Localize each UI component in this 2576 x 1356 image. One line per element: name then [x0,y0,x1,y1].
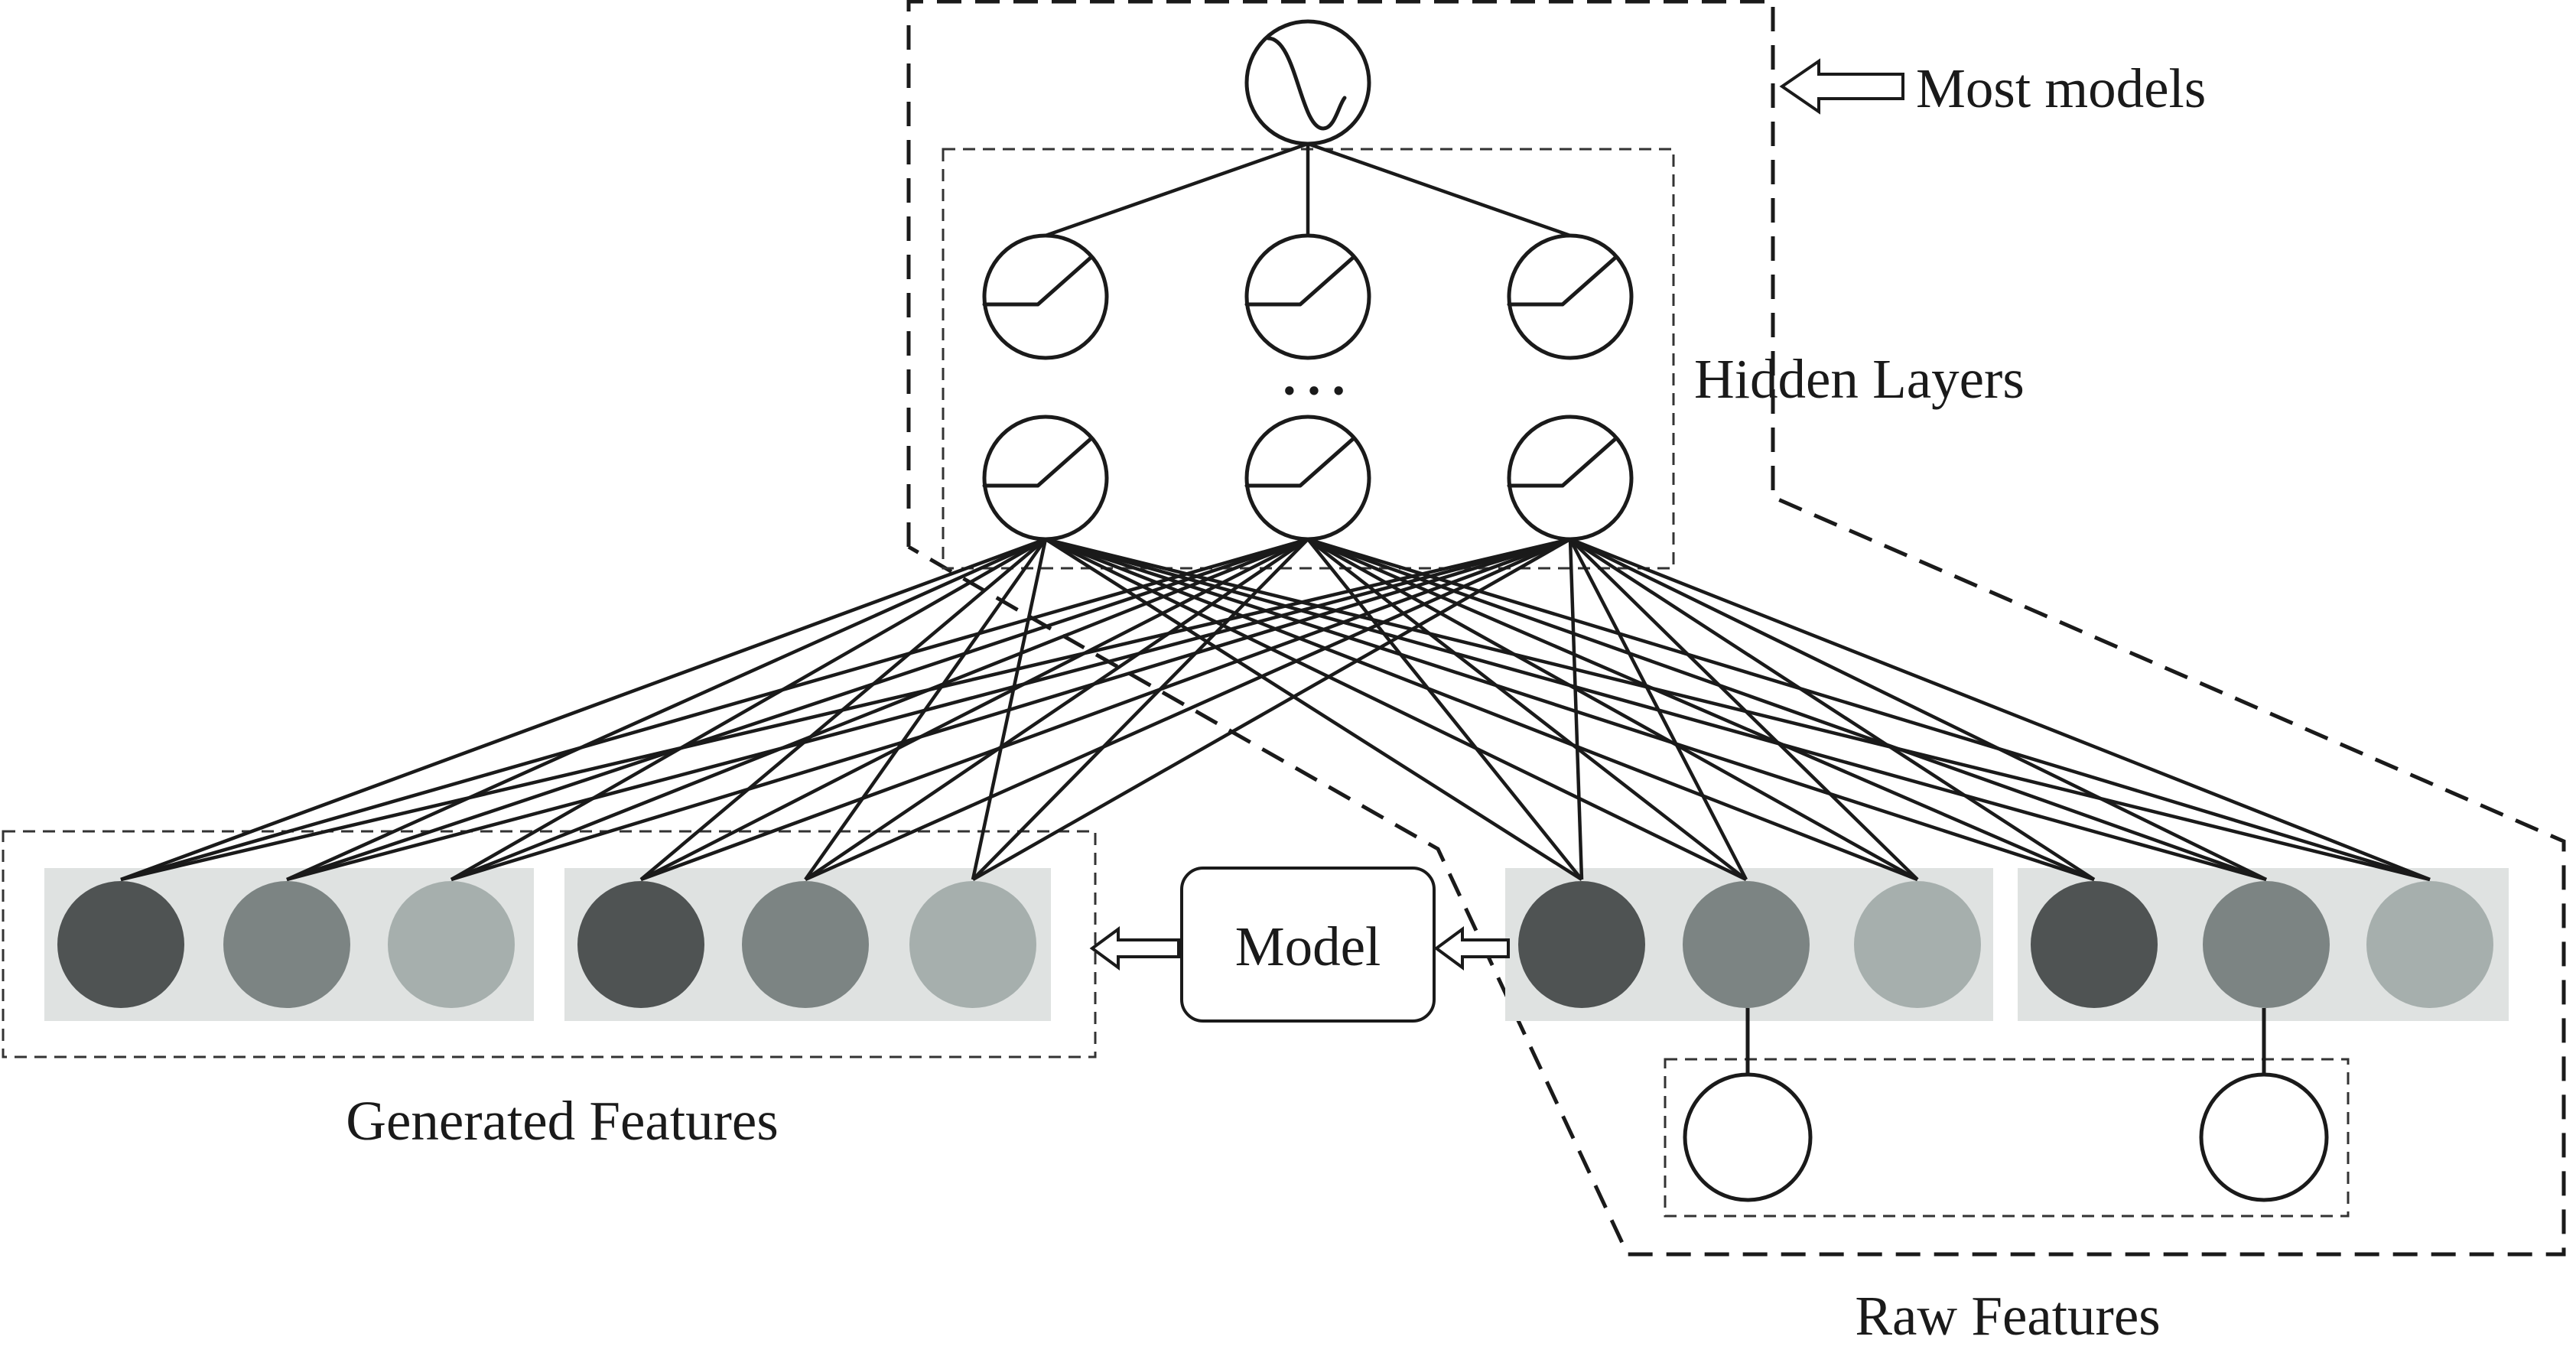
raw-feature-dark [2031,881,2158,1008]
edge-hidden-feature [120,537,1309,882]
edge-hidden-feature [805,537,1571,882]
edge-hidden-feature [1569,538,1748,881]
model-box [1180,867,1436,1023]
edge-hidden-feature [1045,537,1918,882]
edge-hidden-feature [1569,538,1919,881]
raw-input-node [2199,1072,2329,1202]
edge-hidden-feature [286,537,1571,882]
relu-icon [1244,436,1356,488]
relu-icon [982,255,1094,307]
edge-hidden-feature [450,537,1309,882]
sigmoid-icon [1266,36,1347,131]
relu-icon [1507,436,1618,488]
edge-hidden-feature [1306,538,1919,881]
edge-hidden-feature [1045,537,2095,882]
raw-inputs [1683,1008,2329,1202]
edge-hidden-feature [971,538,1572,881]
generated-feature-dark [577,881,704,1008]
generated-features-label: Generated Features [346,1090,778,1152]
edge-hidden-feature [1569,537,2267,882]
edge-hidden-feature [1569,538,2096,881]
most-models-label: Most models [1916,57,2206,119]
edge-hidden-feature [450,537,1571,882]
arrow-model-to-generated [1089,926,1180,971]
hidden-network [982,19,1634,541]
raw-feature-light [1854,881,1981,1008]
raw-feature-dark [1518,881,1645,1008]
edge-hidden-feature [1045,537,2267,882]
model-node: Model [1180,867,1436,1023]
edge-hidden-feature [639,537,1309,882]
output-neuron [1244,19,1371,146]
edge-hidden-feature [804,538,1309,881]
edge-hidden-feature [450,538,1047,881]
generated-feature-light [388,881,515,1008]
hidden-layers-label: Hidden Layers [1694,348,2025,410]
raw-features-label: Raw Features [1855,1285,2160,1347]
raw-feature-light [2366,881,2493,1008]
edge-hidden-feature [640,537,1571,882]
raw-feature-mid [2203,881,2330,1008]
generated-feature-light [909,881,1036,1008]
generated-features-box [2,830,1097,1058]
hidden-ellipsis: … [1277,328,1351,410]
generated-feature-dark [57,881,184,1008]
edge-output-hidden [1307,141,1571,238]
edge-hidden-feature [1045,537,2431,882]
feature-units [57,881,2493,1008]
generated-feature-mid [742,881,869,1008]
edge-hidden-feature [1569,537,2431,882]
arrow-raw-to-model [1433,926,1510,971]
edge-hidden-feature [1307,537,2431,882]
edge-hidden-feature [120,537,1046,882]
edge-hidden-feature [286,537,1309,882]
relu-icon [982,436,1094,488]
generated-feature-mid [223,881,350,1008]
raw-feature-mid [1683,881,1810,1008]
edge-hidden-feature [971,538,1309,881]
model-label: Model [1235,915,1381,977]
edge-hidden-feature [286,537,1046,882]
edge-hidden-feature [120,537,1571,882]
edge-hidden-feature [1568,538,1584,880]
relu-icon [1244,255,1356,307]
raw-features-box [1664,1058,2350,1218]
connections [120,141,2431,882]
edge-output-hidden [1045,141,1309,238]
raw-input-node [1683,1072,1813,1202]
most-models-region [906,0,2566,1257]
arrow-most-models [1779,58,1904,115]
relu-icon [1507,255,1618,307]
